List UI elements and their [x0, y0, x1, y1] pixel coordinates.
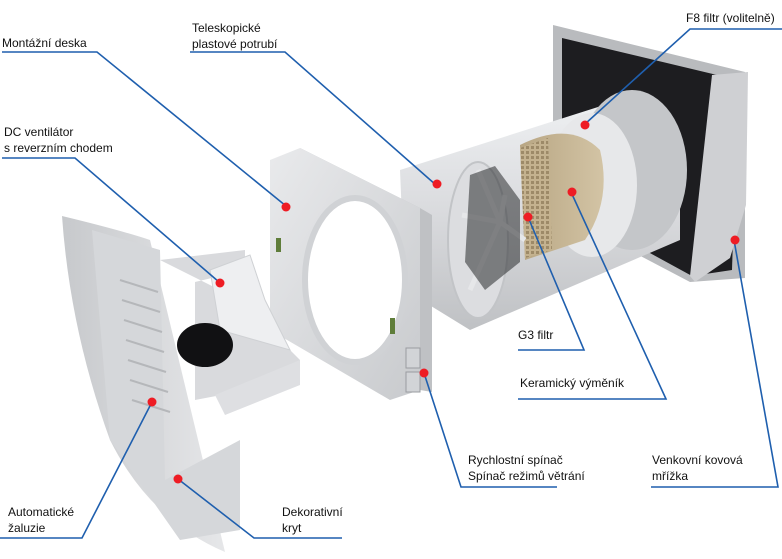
dc-motor	[177, 323, 233, 367]
label-decorative-cover: Dekorativní kryt	[282, 504, 343, 536]
front-assembly-part	[62, 216, 300, 552]
mounting-plate-clip-left	[276, 238, 281, 252]
label-line: Rychlostní spínač	[468, 453, 563, 467]
pipe-assembly	[400, 90, 687, 330]
speed-switch-2	[405, 371, 421, 393]
marker-ceramic-exchanger	[567, 187, 577, 197]
marker-auto-shutters	[147, 397, 157, 407]
label-line: žaluzie	[8, 521, 46, 535]
label-line: mřížka	[652, 469, 688, 483]
fan-lower-shroud	[215, 360, 300, 415]
leader-telescopic-pipe	[190, 51, 437, 186]
label-speed-switch: Rychlostní spínač Spínač režimů větrání	[468, 452, 585, 484]
label-telescopic-pipe: Teleskopické plastové potrubí	[192, 20, 277, 52]
leader-outdoor-grille	[651, 239, 779, 488]
label-line: G3 filtr	[518, 328, 554, 342]
label-line: s reverzním chodem	[4, 141, 113, 155]
marker-dc-fan	[215, 278, 225, 288]
label-line: plastové potrubí	[192, 37, 278, 51]
marker-telescopic-pipe	[432, 179, 442, 189]
speed-switch-1	[405, 347, 421, 369]
label-line: Keramický výměník	[520, 376, 625, 390]
mounting-plate-clip-right	[390, 318, 395, 334]
label-line: Spínač režimů větrání	[468, 469, 585, 483]
leader-dc-fan	[2, 157, 220, 283]
leader-auto-shutters	[0, 401, 153, 539]
label-dc-fan: DC ventilátor s reverzním chodem	[4, 124, 113, 156]
label-f8-filter: F8 filtr (volitelně)	[686, 10, 775, 26]
ceramic-honeycomb	[520, 138, 552, 258]
markers	[147, 120, 740, 484]
marker-outdoor-grille	[730, 235, 740, 245]
label-outdoor-grille: Venkovní kovová mřížka	[652, 452, 743, 484]
leader-decorative-cover	[177, 478, 342, 539]
outdoor-grille-hood	[690, 72, 748, 282]
label-line: Venkovní kovová	[652, 453, 743, 467]
leader-mounting-plate	[2, 51, 287, 207]
leader-ceramic-exchanger	[518, 191, 668, 400]
marker-decorative-cover	[173, 474, 183, 484]
marker-f8-filter	[580, 120, 590, 130]
marker-mounting-plate	[281, 202, 291, 212]
louver-housing	[92, 230, 240, 540]
label-line: Teleskopické	[192, 21, 261, 35]
label-line: kryt	[282, 521, 302, 535]
mounting-plate-hole	[302, 195, 408, 365]
leader-speed-switch	[423, 372, 557, 488]
label-line: Montážní deska	[2, 36, 87, 50]
label-ceramic-exchanger: Keramický výměník	[520, 375, 624, 391]
mounting-plate-part	[270, 148, 432, 400]
label-auto-shutters: Automatické žaluzie	[8, 504, 74, 536]
label-line: Automatické	[8, 505, 75, 519]
label-mounting-plate: Montážní deska	[2, 35, 87, 51]
g3-filter-dark	[465, 166, 520, 290]
auto-shutter-louvers	[119, 279, 171, 413]
marker-speed-switch	[419, 368, 429, 378]
marker-g3-filter	[523, 212, 533, 222]
label-line: Dekorativní	[282, 505, 343, 519]
leader-g3-filter	[518, 216, 586, 351]
label-line: DC ventilátor	[4, 125, 74, 139]
leader-lines	[0, 28, 782, 539]
label-line: F8 filtr (volitelně)	[686, 11, 775, 25]
leader-f8-filter	[584, 28, 782, 125]
label-g3-filter: G3 filtr	[518, 327, 553, 343]
